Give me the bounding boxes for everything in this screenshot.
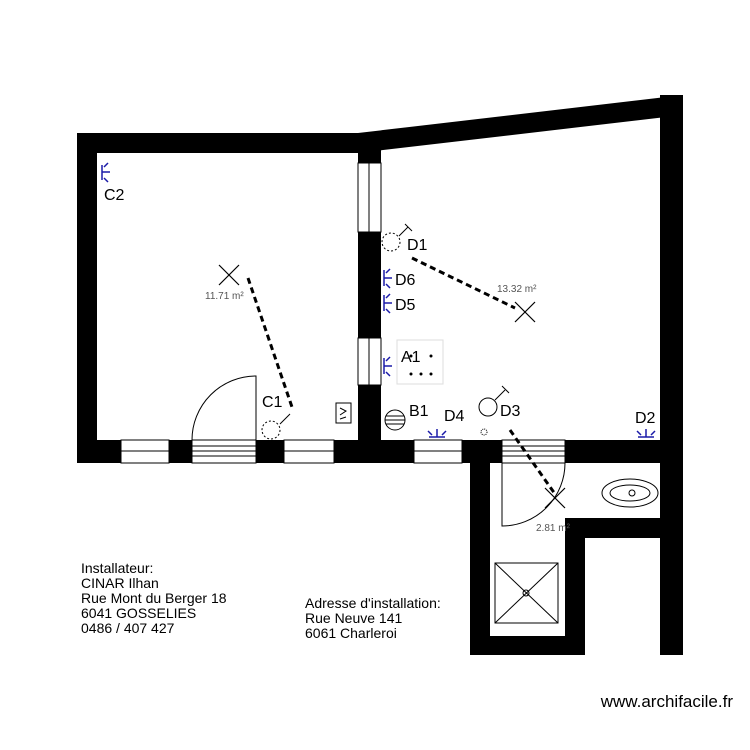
ceiling-lights xyxy=(218,264,566,509)
symbol-labels: C2 C1 D1 D6 D5 A1 B1 D4 D3 D2 xyxy=(104,187,656,427)
wall-left-room-top xyxy=(77,133,381,153)
wall-bottom-6 xyxy=(565,440,683,463)
switch-d1-icon xyxy=(381,223,413,252)
label-d1: D1 xyxy=(407,237,428,254)
site-heading: Adresse d'installation: xyxy=(305,595,441,611)
socket-d5-icon xyxy=(383,293,392,314)
toilet xyxy=(601,478,659,508)
wall-right-room-right xyxy=(660,95,683,655)
wall-partition-mid xyxy=(358,232,381,338)
room-area-living: 11.71 m² xyxy=(205,291,244,302)
switch-d3-icon xyxy=(478,385,510,417)
installer-phone: 0486 / 407 427 xyxy=(81,620,175,636)
label-c2: C2 xyxy=(104,187,125,204)
door-bathroom xyxy=(501,439,566,527)
wall-bottom-3 xyxy=(256,440,284,463)
cooktop-icon xyxy=(396,339,444,385)
socket-d2-icon xyxy=(636,429,656,438)
label-d5: D5 xyxy=(395,297,416,314)
label-b1: B1 xyxy=(409,403,429,420)
circuits xyxy=(246,256,557,495)
wall-right-room-top xyxy=(358,95,683,153)
installer-street: Rue Mont du Berger 18 xyxy=(81,590,227,606)
room-area-bathroom: 2.81 m² xyxy=(536,523,571,534)
door-entrance xyxy=(191,375,257,464)
ceiling-light-icon xyxy=(218,264,240,286)
wall-bath-left xyxy=(470,440,490,655)
ceiling-light-icon xyxy=(514,301,536,323)
switches xyxy=(261,223,510,440)
installer-city: 6041 GOSSELIES xyxy=(81,605,197,621)
wall-bath-bottom xyxy=(470,636,585,655)
walls xyxy=(77,95,683,655)
wall-bottom-1 xyxy=(77,440,121,463)
wall-bath-bottom-right xyxy=(565,518,683,538)
installer-heading: Installateur: xyxy=(81,560,154,576)
socket-d6-icon xyxy=(383,268,392,289)
windows xyxy=(120,162,463,464)
label-d4: D4 xyxy=(444,408,465,425)
wall-bottom-4 xyxy=(334,440,414,463)
socket-a1-icon xyxy=(383,356,392,377)
sockets xyxy=(101,162,656,438)
socket-c2-icon xyxy=(101,162,110,183)
label-d6: D6 xyxy=(395,272,416,289)
label-d2: D2 xyxy=(635,410,656,427)
site-city: 6061 Charleroi xyxy=(305,625,397,641)
wall-left-room-left xyxy=(77,133,97,463)
switch-c1-icon xyxy=(261,413,291,440)
wall-bath-inner xyxy=(565,518,585,655)
label-c1: C1 xyxy=(262,394,283,411)
ceiling-light-icon xyxy=(544,487,566,509)
watermark: www.archifacile.fr xyxy=(600,692,733,711)
wall-bottom-2 xyxy=(169,440,192,463)
site-address-block: Adresse d'installation: Rue Neuve 141 60… xyxy=(305,596,441,641)
installer-name: CINAR Ilhan xyxy=(81,575,159,591)
site-street: Rue Neuve 141 xyxy=(305,610,403,626)
room-area-kitchen: 13.32 m² xyxy=(497,284,537,295)
boiler-icon xyxy=(384,409,406,431)
installer-block: Installateur: CINAR Ilhan Rue Mont du Be… xyxy=(81,561,227,636)
junction-icon xyxy=(480,428,488,436)
label-a1: A1 xyxy=(401,349,421,366)
socket-d4-icon xyxy=(427,429,447,438)
shower-tray xyxy=(494,562,559,624)
label-d3: D3 xyxy=(500,403,521,420)
electric-panel xyxy=(335,402,352,424)
